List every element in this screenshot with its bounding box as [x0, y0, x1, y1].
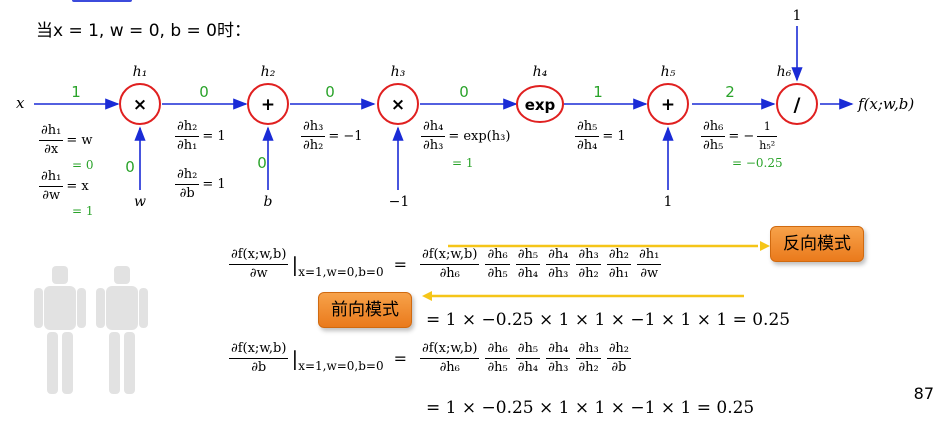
label-h5: h₅: [661, 64, 676, 80]
equation-dw-result: = 1 × −0.25 × 1 × 1 × −1 × 1 × 1 = 0.25: [426, 310, 791, 330]
label-h2: h₂: [261, 64, 276, 80]
label-h4: h₄: [533, 64, 548, 80]
edge-val-2: 0: [199, 83, 209, 101]
edge-val-3: 0: [325, 83, 335, 101]
op-h6: /: [794, 94, 801, 116]
grad-h1-w-val: = 1: [72, 204, 94, 218]
edge-val-4: 0: [459, 83, 469, 101]
eq1-factor: ∂f(x;w,b)∂h₆: [420, 247, 480, 281]
grad-h3-h2: ∂h₃∂h₂= −1: [301, 119, 363, 153]
page-number: 87: [913, 384, 934, 403]
eq1-factor: ∂h₄∂h₃: [546, 247, 571, 281]
eq2-factor: ∂f(x;w,b)∂h₆: [420, 341, 480, 375]
node-h5: [647, 83, 689, 125]
side-one: 1: [664, 194, 673, 210]
side-minus1: −1: [389, 194, 410, 210]
edge-val-5: 1: [593, 83, 603, 101]
computation-graph: × + × exp + / h₁ h₂ h₃ h₄ h₅ h₆ x f(x;w,…: [16, 8, 914, 210]
edge-val-6: 2: [725, 83, 735, 101]
reverse-mode-badge: 反向模式: [770, 226, 864, 262]
op-h5: +: [661, 95, 675, 115]
title-clipped: [72, 0, 132, 2]
equation-db-result: = 1 × −0.25 × 1 × 1 × −1 × 1 = 0.25: [426, 398, 755, 418]
op-h4: exp: [525, 96, 556, 114]
grad-h5-h4: ∂h₅∂h₄= 1: [575, 119, 626, 153]
op-h1: ×: [133, 95, 147, 115]
output-f: f(x;w,b): [857, 95, 914, 113]
side-w: w: [134, 194, 146, 210]
forward-mode-badge: 前向模式: [318, 292, 412, 328]
edge-val-1: 1: [71, 83, 81, 101]
eq2-factor: ∂h₄∂h₃: [546, 341, 571, 375]
side-b: b: [264, 194, 273, 210]
condition-text: 当x = 1, w = 0, b = 0时：: [36, 21, 251, 41]
robots-illustration: [34, 266, 148, 394]
op-h3: ×: [391, 95, 405, 115]
grad-h1-w: ∂h₁∂w= x: [39, 169, 89, 203]
input-x: x: [16, 94, 25, 112]
eq2-factor: ∂h₂∂b: [606, 341, 632, 375]
eq1-factor: ∂h₁∂w: [637, 247, 662, 281]
eq2-factor: ∂h₆∂h₅: [485, 341, 510, 375]
side-w-val: 0: [125, 158, 135, 176]
op-h2: +: [261, 95, 275, 115]
eq1-factor: ∂h₂∂h₁: [606, 247, 632, 281]
label-h1: h₁: [133, 64, 148, 80]
node-h2: [247, 83, 289, 125]
eq1-factor: ∂h₅∂h₄: [515, 247, 541, 281]
label-h6: h₆: [777, 64, 792, 80]
eq1-factor: ∂h₆∂h₅: [485, 247, 510, 281]
side-b-val: 0: [257, 154, 267, 172]
grad-h6-h5-val: = −0.25: [732, 156, 783, 170]
eq1-factor: ∂h₃∂h₂: [576, 247, 601, 281]
eq2-factor: ∂h₅∂h₄: [515, 341, 541, 375]
node-h4: [516, 85, 564, 123]
grad-h2-h1: ∂h₂∂h₁= 1: [175, 119, 226, 153]
grad-h2-b: ∂h₂∂b= 1: [175, 167, 226, 201]
label-h3: h₃: [391, 64, 406, 80]
node-h1: [119, 83, 161, 125]
grad-h4-h3: ∂h₄∂h₃= exp(h₃): [421, 119, 511, 153]
node-h3: [377, 83, 419, 125]
top-input: 1: [793, 8, 802, 24]
grad-h1-x-val: = 0: [72, 158, 94, 172]
grad-h4-h3-val: = 1: [452, 156, 474, 170]
eq2-factor: ∂h₃∂h₂: [576, 341, 601, 375]
equation-db: ∂f(x;w,b)∂b|x=1,w=0,b=0=∂f(x;w,b)∂h₆∂h₆∂…: [229, 341, 632, 375]
equation-dw: ∂f(x;w,b)∂w|x=1,w=0,b=0=∂f(x;w,b)∂h₆∂h₆∂…: [229, 247, 662, 281]
grad-h1-x: ∂h₁∂x= w: [39, 123, 93, 157]
node-h6: [776, 83, 818, 125]
